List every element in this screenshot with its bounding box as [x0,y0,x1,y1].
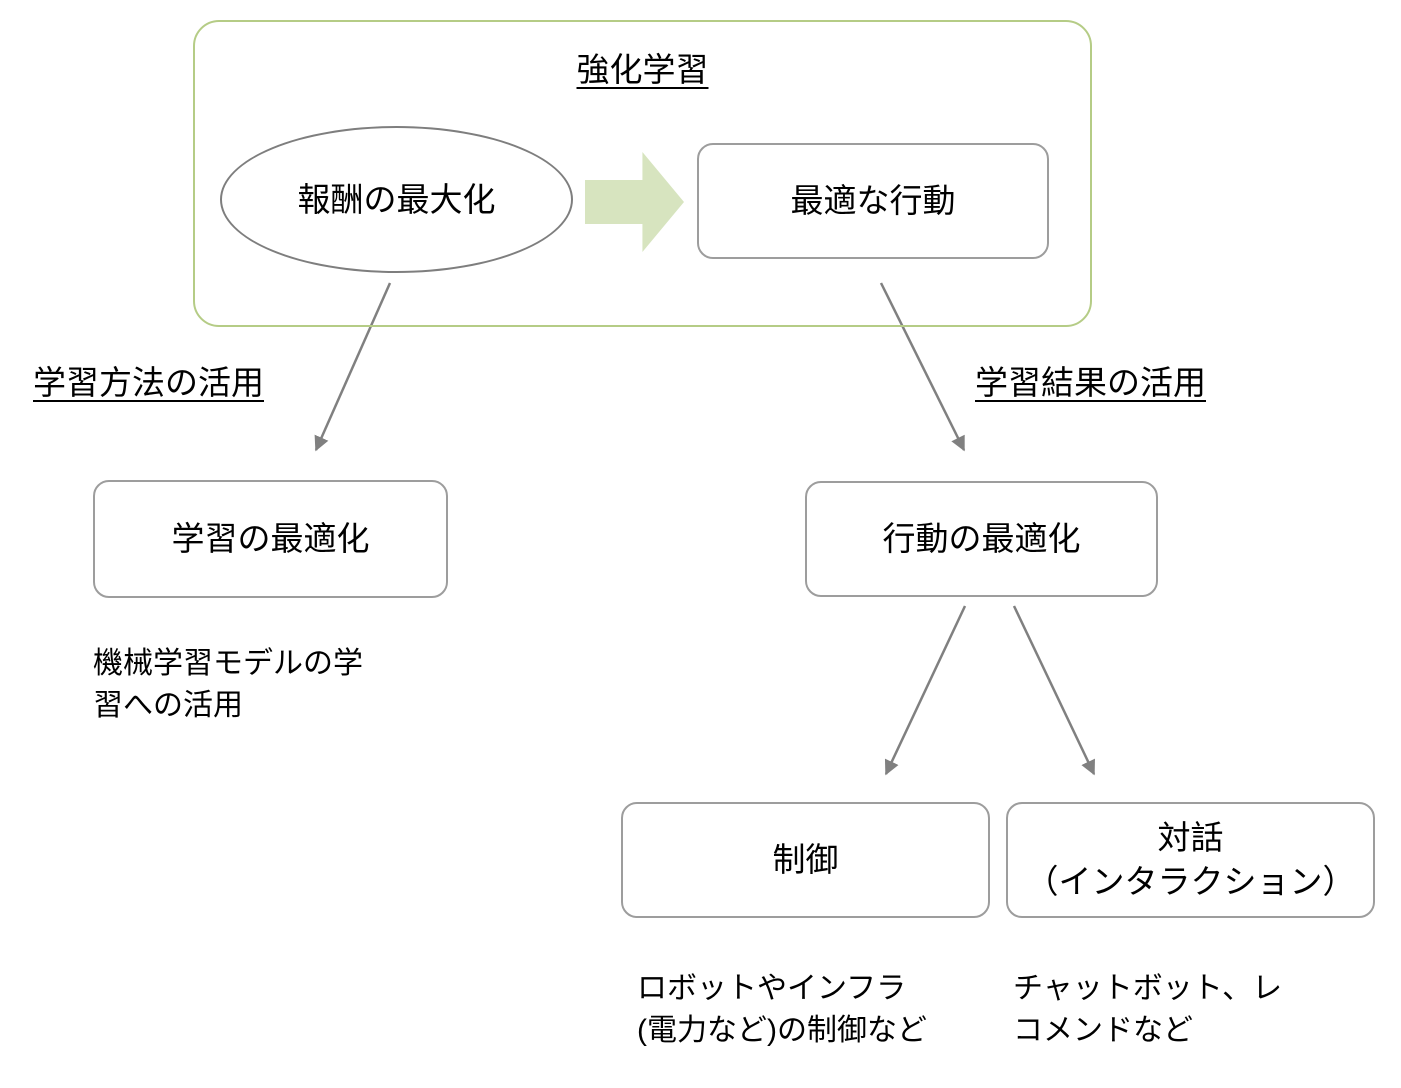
reinforcement-learning-group [193,20,1092,327]
node-reward-maximization[interactable]: 報酬の最大化 [220,126,573,273]
caption-control: ロボットやインフラ (電力など)の制御など [637,972,927,1047]
node-interaction-label: 対話 （インタラクション） [1025,819,1356,900]
connector-action-optimization-to-interaction [1012,605,1096,776]
node-action-optimization-label: 行動の最適化 [882,520,1081,557]
branch-label-learning-result: 学習結果の活用 [975,364,1206,401]
group-title: 強化学習 [576,51,709,88]
node-action-optimization[interactable]: 行動の最適化 [805,481,1158,597]
caption-interaction: チャットボット、レ コメンドなど [1013,972,1283,1047]
node-learning-optimization-label: 学習の最適化 [171,520,370,557]
node-optimal-action[interactable]: 最適な行動 [697,143,1049,259]
caption-learning-optimization: 機械学習モデルの学 習への活用 [93,647,363,722]
node-reward-maximization-label: 報酬の最大化 [297,180,496,218]
node-optimal-action-label: 最適な行動 [790,182,956,219]
node-control[interactable]: 制御 [621,802,990,918]
node-interaction[interactable]: 対話 （インタラクション） [1006,802,1375,918]
node-control-label: 制御 [772,841,839,878]
node-learning-optimization[interactable]: 学習の最適化 [93,480,448,598]
connector-action-optimization-to-control [884,605,967,776]
branch-label-learning-method: 学習方法の活用 [33,364,264,401]
